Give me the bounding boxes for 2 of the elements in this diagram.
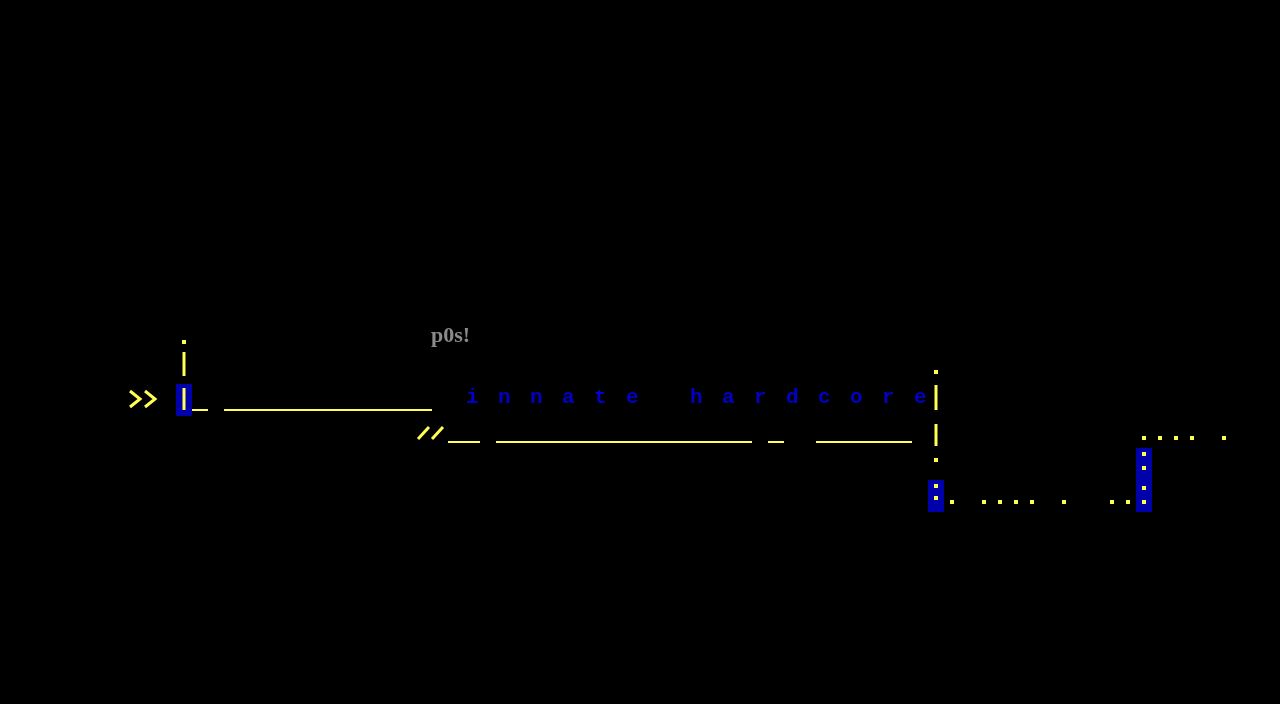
group-name: innate hardcore — [466, 386, 947, 409]
signature: p0s! — [431, 322, 471, 348]
